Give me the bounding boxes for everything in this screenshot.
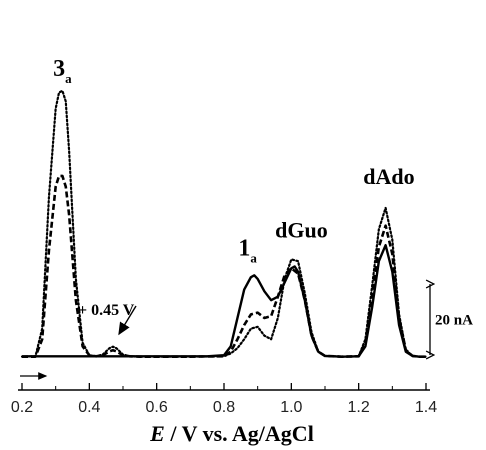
annotation-arrow — [118, 305, 137, 336]
annotation-main: dAdo — [363, 164, 414, 189]
annotation-subscript: a — [250, 251, 257, 266]
annotation-label: 1a — [238, 236, 257, 266]
annotation-label: 3a — [53, 56, 72, 86]
x-axis-title: E / V vs. Ag/AgCl — [149, 421, 314, 446]
x-axis: 0.2 0.4 0.6 0.8 1.0 1.2 1.4 — [11, 383, 437, 416]
x-tick-label: 0.6 — [146, 399, 168, 416]
annotation-label: dAdo — [363, 164, 414, 189]
x-tick-label: 1.4 — [415, 399, 437, 416]
annotation-subscript: a — [65, 71, 72, 86]
annotation-main: dGuo — [275, 217, 328, 242]
scale-bar-label: 20 nA — [435, 313, 473, 329]
annotation-label: + 0.45 V — [78, 302, 135, 319]
x-tick-label: 1.2 — [348, 399, 370, 416]
annotation-main: 1 — [238, 236, 250, 262]
curves-group — [20, 89, 428, 358]
curve-dashed — [22, 174, 426, 358]
x-axis-title-italic: E — [149, 421, 165, 446]
x-tick-label: 1.0 — [280, 399, 302, 416]
x-tick-label: 0.4 — [78, 399, 100, 416]
curve-dotted — [20, 89, 428, 358]
annotation-main: + 0.45 V — [78, 302, 135, 319]
x-tick-label: 0.8 — [213, 399, 235, 416]
x-tick-label: 0.2 — [11, 399, 33, 416]
scale-bar: 20 nA — [430, 284, 473, 355]
annotation-label: dGuo — [275, 217, 328, 242]
x-axis-title-rest: / V vs. Ag/AgCl — [165, 421, 314, 446]
annotation-main: 3 — [53, 56, 65, 82]
